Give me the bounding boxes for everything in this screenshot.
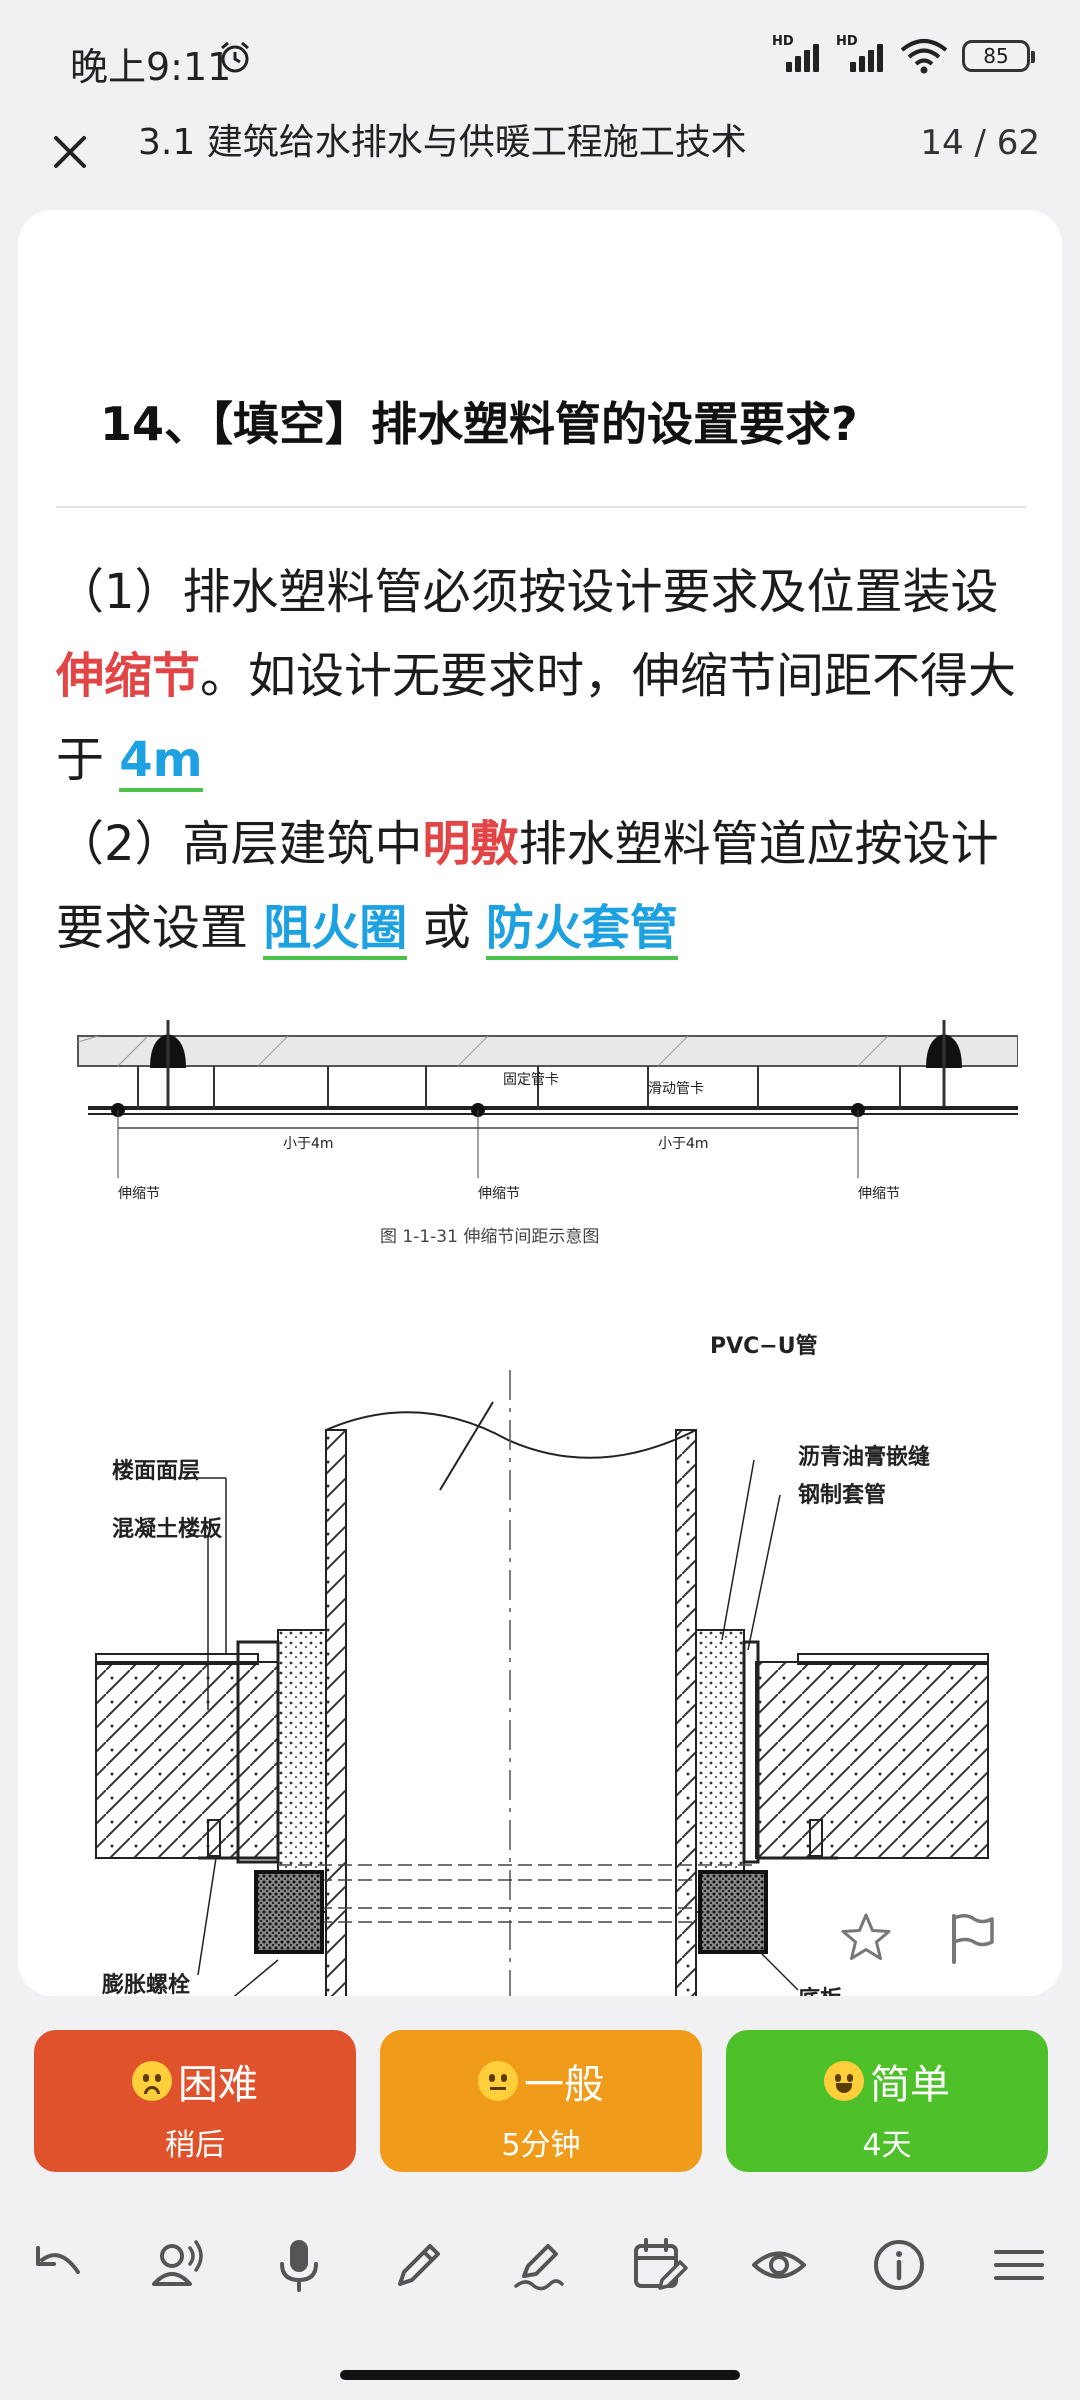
rate-medium-interval: 5分钟 — [501, 2128, 581, 2163]
rate-medium-button[interactable]: 一般 5分钟 — [380, 2030, 702, 2172]
status-time: 晚上9:11 — [70, 45, 232, 89]
rate-hard-interval: 稍后 — [165, 2128, 225, 2163]
microphone-icon[interactable] — [270, 2236, 328, 2294]
rate-easy-interval: 4天 — [862, 2128, 912, 2163]
cloze-answer[interactable]: 防火套管 — [485, 900, 678, 960]
answer-text: （1）排水塑料管必须按设计要求及位置装设 — [56, 564, 999, 620]
edit-sign-icon[interactable] — [510, 2236, 568, 2294]
label-concrete-slab: 混凝土楼板 — [112, 1516, 223, 1542]
answer-paragraph-1: （1）排水塑料管必须按设计要求及位置装设伸缩节。如设计无要求时，伸缩节间距不得大… — [56, 550, 1036, 802]
fire-sleeve-section-diagram: PVC−U管 楼面面层 混凝土楼板 沥青油膏嵌缝 钢制套管 膨胀螺栓 底板 — [95, 1333, 989, 1996]
label-joint-3: 伸缩节 — [858, 1186, 900, 1202]
signal-icon-2: HD — [836, 34, 886, 74]
home-indicator[interactable] — [340, 2370, 740, 2380]
battery-indicator: 85 — [962, 40, 1035, 72]
cloze-answer[interactable]: 4m — [119, 732, 203, 792]
cloze-answer[interactable]: 阻火圈 — [263, 900, 408, 960]
app-header: 3.1 建筑给水排水与供暖工程施工技术 14 / 62 — [0, 118, 1080, 210]
info-icon[interactable] — [870, 2236, 928, 2294]
deck-title: 3.1 建筑给水排水与供暖工程施工技术 — [138, 122, 747, 163]
rate-easy-label: 简单 — [870, 2062, 950, 2108]
expansion-joint-diagram: 固定管卡 滑动管卡 小于4m 小于4m 伸缩节 伸缩节 伸缩节 图 1-1-31… — [77, 1020, 1018, 1247]
answer-body: （1）排水塑料管必须按设计要求及位置装设伸缩节。如设计无要求时，伸缩节间距不得大… — [56, 550, 1036, 970]
label-spacing-1: 小于4m — [283, 1136, 334, 1152]
calendar-edit-icon[interactable] — [630, 2236, 688, 2294]
menu-icon[interactable] — [990, 2236, 1048, 2294]
label-steel-sleeve: 钢制套管 — [798, 1482, 886, 1508]
bottom-toolbar — [0, 2196, 1080, 2326]
label-joint-2: 伸缩节 — [478, 1186, 520, 1202]
label-pvc-pipe: PVC−U管 — [710, 1333, 818, 1359]
status-bar: 晚上9:11 HD HD 85 — [0, 0, 1080, 118]
label-spacing-2: 小于4m — [658, 1136, 709, 1152]
label-joint-1: 伸缩节 — [118, 1186, 160, 1202]
answer-text: 或 — [422, 900, 471, 956]
rate-hard-button[interactable]: 困难 稍后 — [34, 2030, 356, 2172]
eye-icon[interactable] — [750, 2236, 808, 2294]
rate-easy-button[interactable]: 简单 4天 — [726, 2030, 1048, 2172]
answer-text: 排水塑料管道应按设计要求设置 — [56, 816, 999, 956]
rate-hard-label: 困难 — [178, 2062, 258, 2108]
signal-icon: HD — [772, 34, 822, 74]
wifi-icon — [900, 39, 948, 74]
label-floor-surface: 楼面面层 — [112, 1459, 200, 1484]
voice-user-icon[interactable] — [150, 2236, 208, 2294]
flashcard: 14、【填空】排水塑料管的设置要求? （1）排水塑料管必须按设计要求及位置装设伸… — [18, 210, 1062, 1996]
sad-face-icon — [132, 2061, 172, 2101]
answer-text: （2）高层建筑中 — [56, 816, 423, 872]
answer-paragraph-2: （2）高层建筑中明敷排水塑料管道应按设计要求设置 阻火圈 或 防火套管 — [56, 802, 1036, 970]
card-counter: 14 / 62 — [920, 123, 1040, 163]
highlight-term: 伸缩节 — [56, 648, 201, 704]
alarm-icon — [221, 41, 249, 73]
undo-icon[interactable] — [30, 2236, 88, 2294]
rate-medium-label: 一般 — [524, 2062, 604, 2108]
happy-face-icon — [824, 2061, 864, 2101]
signal-hd-label-2: HD — [836, 34, 858, 49]
answer-text: 。如设计无要求时，伸缩节间距不得大于 — [56, 648, 1017, 788]
highlight-term: 明敷 — [422, 816, 519, 872]
pencil-icon[interactable] — [390, 2236, 448, 2294]
label-expansion-bolt: 膨胀螺栓 — [101, 1973, 190, 1996]
status-icons: HD HD 85 — [772, 34, 1035, 74]
label-base-plate: 底板 — [798, 1986, 843, 1996]
label-asphalt-joint: 沥青油膏嵌缝 — [798, 1444, 930, 1470]
divider — [56, 506, 1026, 508]
label-fixed-clamp: 固定管卡 — [503, 1072, 559, 1088]
label-sliding-clamp: 滑动管卡 — [648, 1080, 704, 1097]
neutral-face-icon — [478, 2061, 518, 2101]
close-icon[interactable] — [48, 130, 92, 174]
figure-caption: 图 1-1-31 伸缩节间距示意图 — [380, 1227, 599, 1247]
question-title: 14、【填空】排水塑料管的设置要求? — [100, 397, 858, 451]
signal-hd-label: HD — [772, 34, 794, 49]
flag-icon[interactable] — [946, 1910, 998, 1966]
star-icon[interactable] — [838, 1910, 894, 1966]
